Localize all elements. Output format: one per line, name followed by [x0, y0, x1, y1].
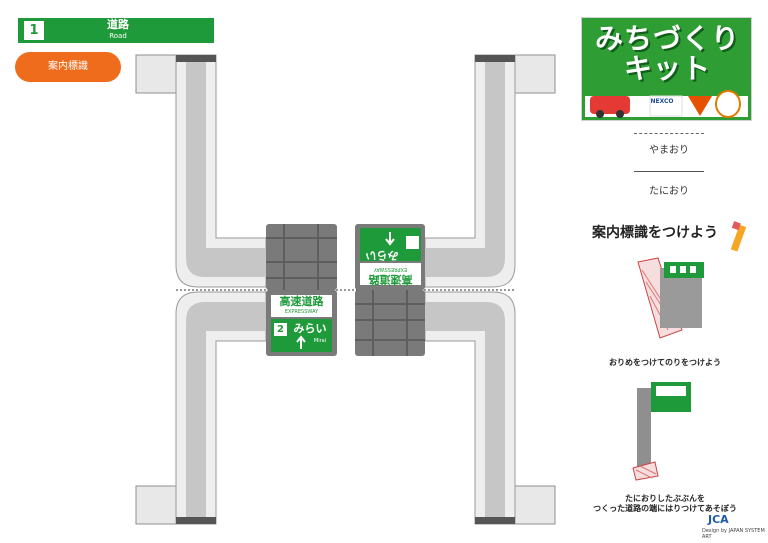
up-arrow-icon: [296, 335, 306, 349]
mountain-fold-sample: [634, 133, 704, 134]
sign-expressway-panel-flipped: [360, 263, 421, 285]
instructions-caption-2b: つくった道路の端にはりつけてあそぼう: [593, 504, 737, 513]
sign-dest-jp-flipped: みらい: [365, 249, 399, 262]
mountain-fold-label: やまおり: [649, 145, 689, 156]
sign-main-jp-flipped: 高速道路: [368, 273, 413, 286]
jca-credit: Design by JAPAN SYSTEM ART: [702, 528, 765, 540]
kit-logo: みちづくり キット NEXCO: [581, 17, 752, 121]
kit-illustration: [590, 90, 741, 118]
road-top-right: [424, 54, 516, 288]
mascot-icon: [715, 90, 741, 118]
header-bar: [18, 18, 214, 43]
road-bottom-right: [424, 291, 516, 525]
tab-bottom-left: [135, 485, 177, 525]
tab-top-right: [514, 54, 556, 94]
instructions-title: 案内標識をつけよう: [592, 225, 718, 241]
sign-dest-en: Mirai: [313, 338, 327, 344]
car-icon: [590, 96, 630, 114]
sign-dest-jp: みらい: [293, 322, 327, 335]
sign-main-en-flipped: EXPRESSWAY: [373, 266, 408, 272]
road-bottom-left: [175, 291, 267, 525]
road-top-left: [175, 54, 267, 288]
header-title: 道路: [107, 18, 129, 31]
valley-fold-label: たにおり: [649, 186, 689, 197]
header-subtitle: Road: [109, 32, 127, 40]
kit-title-line1: みちづくり: [594, 22, 740, 55]
instructions-caption-2a: たにおりしたぶぶんを: [625, 494, 705, 503]
fold-illustration-1: [637, 257, 704, 339]
fold-illustration-2: [632, 382, 691, 481]
sign-flipped-group: 高速道路 EXPRESSWAY 2 みらい: [360, 228, 421, 286]
nexco-mark-icon: [688, 96, 712, 116]
post-panel-top-left: [266, 224, 337, 290]
sign-route-number-flipped: 2: [408, 249, 415, 260]
jca-logo: JCA: [708, 513, 729, 526]
sign-expressway-panel: [271, 295, 332, 317]
down-arrow-icon: [385, 232, 395, 246]
sign-route-badge-flipped: [406, 236, 419, 249]
tab-top-left: [135, 54, 177, 94]
category-pill[interactable]: 案内標識: [15, 52, 121, 82]
valley-fold-sample: [634, 171, 704, 172]
pencil-icon: [730, 221, 747, 252]
sign-route-number: 2: [277, 324, 284, 335]
post-panel-bottom-right: [355, 290, 425, 356]
sign-route-badge: [274, 323, 287, 336]
tab-bottom-right: [514, 485, 556, 525]
sign-main-jp: 高速道路: [279, 295, 324, 308]
header-number: 1: [24, 21, 44, 40]
kit-title-line2: キット: [623, 52, 711, 85]
sign-main-en: EXPRESSWAY: [284, 309, 319, 315]
instructions-caption-1: おりめをつけてのりをつけよう: [609, 358, 721, 367]
nexco-label: NEXCO: [650, 98, 674, 105]
